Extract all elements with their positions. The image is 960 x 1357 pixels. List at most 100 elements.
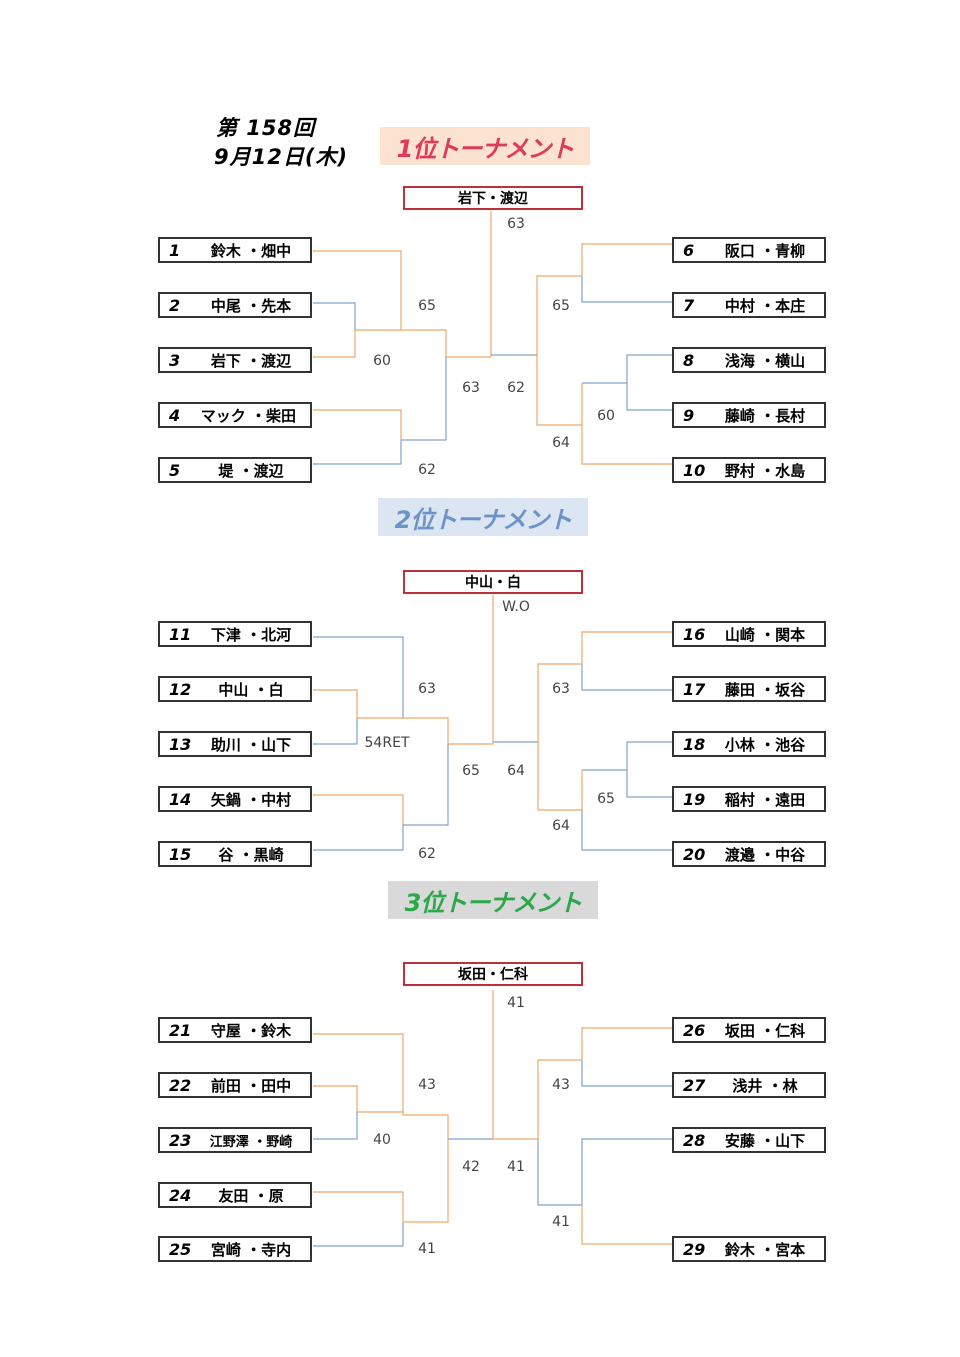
entry-box: 5 堤 ・渡辺	[158, 457, 312, 483]
entry-box: 29 鈴木 ・宮本	[672, 1236, 826, 1262]
entry-name: 安藤 ・山下	[724, 1131, 806, 1150]
score-left-pair: 40	[373, 1132, 391, 1148]
score-left-upper: 43	[418, 1077, 436, 1093]
score-left-pair: 54RET	[364, 735, 410, 751]
entry-box: 25 宮崎 ・寺内	[158, 1236, 312, 1262]
entry-box: 16 山崎 ・関本	[672, 621, 826, 647]
entry-number: 16	[683, 624, 706, 644]
entry-box: 3 岩下 ・渡辺	[158, 347, 312, 373]
entry-name: 宮崎 ・寺内	[210, 1240, 292, 1259]
score-right-upper: 63	[552, 681, 570, 697]
entry-box: 10 野村 ・水島	[672, 457, 826, 483]
entry-number: 10	[683, 460, 706, 480]
entry-number: 13	[169, 734, 192, 754]
entry-number: 9	[683, 405, 695, 425]
entry-name: 浅井 ・林	[732, 1076, 798, 1095]
entry-name: 岩下 ・渡辺	[210, 351, 292, 370]
entry-box: 2 中尾 ・先本	[158, 292, 312, 318]
entry-name: 前田 ・田中	[210, 1076, 292, 1095]
entry-number: 5	[169, 460, 181, 480]
entry-name: 渡邉 ・中谷	[724, 845, 806, 864]
entry-number: 19	[683, 789, 706, 809]
entry-name: 中山 ・白	[218, 680, 284, 699]
score-final: 63	[507, 216, 525, 232]
entry-box: 22 前田 ・田中	[158, 1072, 312, 1098]
score-right-semi: 41	[507, 1159, 525, 1175]
entry-number: 18	[683, 734, 706, 754]
score-right-semi: 62	[507, 380, 525, 396]
entry-number: 15	[169, 844, 192, 864]
entry-number: 7	[683, 295, 695, 315]
score-left-upper: 65	[418, 298, 436, 314]
entry-name: 藤田 ・坂谷	[724, 680, 806, 699]
entry-box: 12 中山 ・白	[158, 676, 312, 702]
entry-box: 8 浅海 ・横山	[672, 347, 826, 373]
entry-name: マック ・柴田	[200, 406, 296, 425]
entry-number: 2	[169, 295, 181, 315]
entry-name: 江野澤 ・野崎	[209, 1134, 293, 1150]
entry-box: 24 友田 ・原	[158, 1182, 312, 1208]
entry-box: 4 マック ・柴田	[158, 402, 312, 428]
entry-box: 13 助川 ・山下	[158, 731, 312, 757]
entry-box: 20 渡邉 ・中谷	[672, 841, 826, 867]
entry-name: 鈴木 ・宮本	[724, 1240, 806, 1259]
entry-name: 守屋 ・鈴木	[210, 1021, 292, 1040]
entry-name: 藤崎 ・長村	[724, 406, 806, 425]
winner-box-1: 岩下・渡辺	[403, 186, 583, 210]
score-right-upper: 65	[552, 298, 570, 314]
score-right-pair: 65	[597, 791, 615, 807]
entry-number: 1	[169, 240, 181, 260]
entry-name: 浅海 ・横山	[724, 351, 806, 370]
entry-box: 15 谷 ・黒崎	[158, 841, 312, 867]
winner-box-3: 坂田・仁科	[403, 962, 583, 986]
entry-number: 23	[169, 1130, 192, 1150]
entry-box: 14 矢鍋 ・中村	[158, 786, 312, 812]
score-left-lower: 62	[418, 846, 436, 862]
entry-number: 21	[169, 1020, 192, 1040]
entry-number: 24	[169, 1185, 192, 1205]
entry-box: 17 藤田 ・坂谷	[672, 676, 826, 702]
entry-name: 友田 ・原	[218, 1186, 284, 1205]
entry-box: 23 江野澤 ・野崎	[158, 1127, 312, 1153]
entry-name: 下津 ・北河	[210, 625, 292, 644]
score-final: W.O	[502, 599, 530, 615]
score-right-lower: 64	[552, 818, 570, 834]
entry-box: 1 鈴木 ・畑中	[158, 237, 312, 263]
score-left-upper: 63	[418, 681, 436, 697]
entry-number: 3	[169, 350, 181, 370]
score-right-lower: 41	[552, 1214, 570, 1230]
entry-number: 22	[169, 1075, 192, 1095]
entry-name: 堤 ・渡辺	[218, 461, 284, 480]
edition-label: 第 158回	[216, 116, 316, 140]
entry-number: 6	[683, 240, 695, 260]
entry-number: 17	[683, 679, 706, 699]
entry-number: 4	[169, 405, 181, 425]
entry-number: 26	[683, 1020, 706, 1040]
entry-box: 7 中村 ・本庄	[672, 292, 826, 318]
entry-box: 6 阪口 ・青柳	[672, 237, 826, 263]
score-right-lower: 64	[552, 435, 570, 451]
entry-number: 11	[169, 624, 192, 644]
entry-name: 谷 ・黒崎	[218, 845, 284, 864]
entry-name: 野村 ・水島	[724, 461, 806, 480]
score-left-semi: 63	[462, 380, 480, 396]
entry-name: 稲村 ・遠田	[724, 790, 806, 809]
entry-name: 中村 ・本庄	[724, 296, 806, 315]
entry-number: 29	[683, 1239, 706, 1259]
entry-name: 矢鍋 ・中村	[210, 790, 292, 809]
banner-2nd-tournament: 2位トーナメント	[378, 498, 588, 536]
entry-box: 18 小林 ・池谷	[672, 731, 826, 757]
banner-1st-tournament: 1位トーナメント	[380, 127, 590, 165]
entry-box: 11 下津 ・北河	[158, 621, 312, 647]
entry-number: 14	[169, 789, 192, 809]
entry-number: 25	[169, 1239, 192, 1259]
entry-name: 鈴木 ・畑中	[210, 241, 292, 260]
entry-name: 助川 ・山下	[210, 735, 292, 754]
entry-name: 小林 ・池谷	[724, 735, 806, 754]
entry-box: 26 坂田 ・仁科	[672, 1017, 826, 1043]
entry-box: 19 稲村 ・遠田	[672, 786, 826, 812]
entry-box: 21 守屋 ・鈴木	[158, 1017, 312, 1043]
entry-number: 28	[683, 1130, 706, 1150]
